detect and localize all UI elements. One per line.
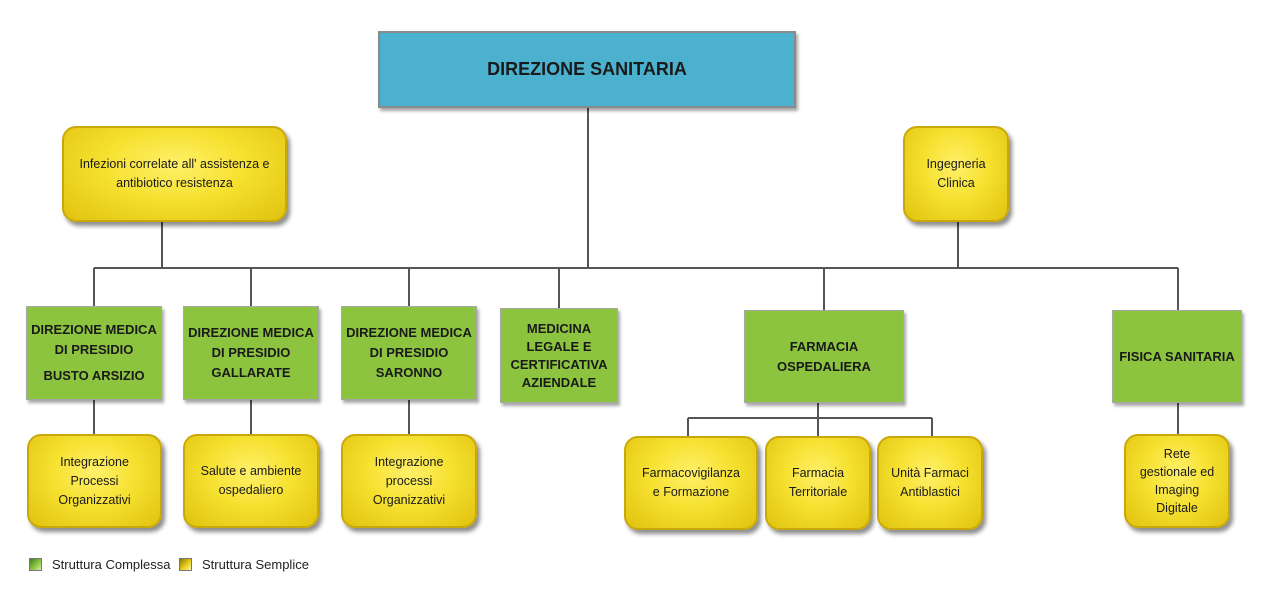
gallarate-line-3: GALLARATE	[211, 365, 291, 380]
fisica-sub-line-2: gestionale ed	[1139, 465, 1215, 479]
ingegneria-line-1: Ingegneria	[926, 157, 986, 171]
farmacovigilanza-line-1: Farmacovigilanza	[642, 466, 740, 480]
busto-sub-line-2: Processi	[70, 473, 119, 488]
saronno-sub-line-1: Integrazione	[374, 454, 444, 469]
direzione-medica-saronno-box: DIREZIONE MEDICA DI PRESIDIO SARONNO	[341, 306, 477, 400]
farmaci-antiblastici-box: Unità Farmaci Antiblastici	[877, 436, 983, 530]
legend-simple-label: Struttura Semplice	[202, 556, 309, 572]
legend-complex-swatch	[29, 557, 42, 571]
antiblastici-line-2: Antiblastici	[900, 485, 960, 499]
integrazione-processi-saronno-box: Integrazione processi Organizzativi	[341, 434, 477, 528]
gallarate-sub-line-2: ospedaliero	[218, 483, 284, 497]
fisica-line-1: FISICA SANITARIA	[1119, 348, 1235, 364]
legend-complex-label: Struttura Complessa	[52, 556, 171, 572]
farmacia-territoriale-box: Farmacia Territoriale	[765, 436, 871, 530]
rete-imaging-digitale-box: Rete gestionale ed Imaging Digitale	[1124, 434, 1230, 528]
legend-simple: Struttura Semplice	[179, 555, 309, 573]
medicina-legale-box: MEDICINA LEGALE E CERTIFICATIVA AZIENDAL…	[500, 308, 618, 403]
fisica-sub-line-3: Imaging	[1154, 483, 1200, 497]
farmacia-line-2: OSPEDALIERA	[777, 358, 871, 374]
farmacia-line-1: FARMACIA	[789, 338, 859, 354]
busto-line-1: DIREZIONE MEDICA	[31, 322, 157, 337]
integrazione-processi-busto-box: Integrazione Processi Organizzativi	[27, 434, 162, 528]
direzione-medica-busto-box: DIREZIONE MEDICA DI PRESIDIO BUSTO ARSIZ…	[26, 306, 162, 400]
saronno-sub-line-2: processi	[385, 473, 433, 488]
gallarate-line-2: DI PRESIDIO	[211, 345, 291, 360]
saronno-sub-line-3: Organizzativi	[372, 492, 446, 507]
legend-simple-swatch	[179, 557, 192, 571]
medicina-line-4: AZIENDALE	[521, 374, 597, 390]
ingegneria-line-2: Clinica	[937, 176, 975, 190]
saronno-line-3: SARONNO	[375, 365, 443, 380]
farmacia-ospedaliera-box: FARMACIA OSPEDALIERA	[744, 310, 904, 403]
ingegneria-clinica-box: Ingegneria Clinica	[903, 126, 1009, 222]
fisica-sub-line-1: Rete	[1163, 447, 1191, 461]
legend-complex: Struttura Complessa	[29, 555, 171, 573]
medicina-line-3: CERTIFICATIVA	[510, 356, 608, 372]
medicina-line-2: LEGALE E	[526, 338, 592, 354]
saronno-line-1: DIREZIONE MEDICA	[346, 325, 472, 340]
salute-ambiente-box: Salute e ambiente ospedaliero	[183, 434, 319, 528]
busto-sub-line-1: Integrazione	[60, 454, 129, 469]
saronno-line-2: DI PRESIDIO	[369, 345, 449, 360]
direzione-sanitaria-label: DIREZIONE SANITARIA	[487, 59, 687, 79]
busto-line-3: BUSTO ARSIZIO	[43, 368, 145, 383]
infezioni-line-1: Infezioni correlate all' assistenza e	[79, 157, 270, 171]
antiblastici-line-1: Unità Farmaci	[891, 466, 969, 480]
infezioni-box: Infezioni correlate all' assistenza e an…	[62, 126, 287, 222]
farmacovigilanza-line-2: e Formazione	[652, 485, 730, 499]
infezioni-line-2: antibiotico resistenza	[116, 176, 233, 190]
farmacovigilanza-box: Farmacovigilanza e Formazione	[624, 436, 758, 530]
direzione-sanitaria-box: DIREZIONE SANITARIA	[378, 31, 796, 108]
gallarate-sub-line-1: Salute e ambiente	[200, 464, 302, 478]
fisica-sanitaria-box: FISICA SANITARIA	[1112, 310, 1242, 403]
gallarate-line-1: DIREZIONE MEDICA	[188, 325, 314, 340]
territoriale-line-1: Farmacia	[791, 466, 845, 480]
busto-line-2: DI PRESIDIO	[54, 342, 134, 357]
medicina-line-1: MEDICINA	[526, 320, 592, 336]
territoriale-line-2: Territoriale	[788, 485, 848, 499]
fisica-sub-line-4: Digitale	[1156, 501, 1198, 515]
busto-sub-line-3: Organizzativi	[58, 492, 131, 507]
direzione-medica-gallarate-box: DIREZIONE MEDICA DI PRESIDIO GALLARATE	[183, 306, 319, 400]
